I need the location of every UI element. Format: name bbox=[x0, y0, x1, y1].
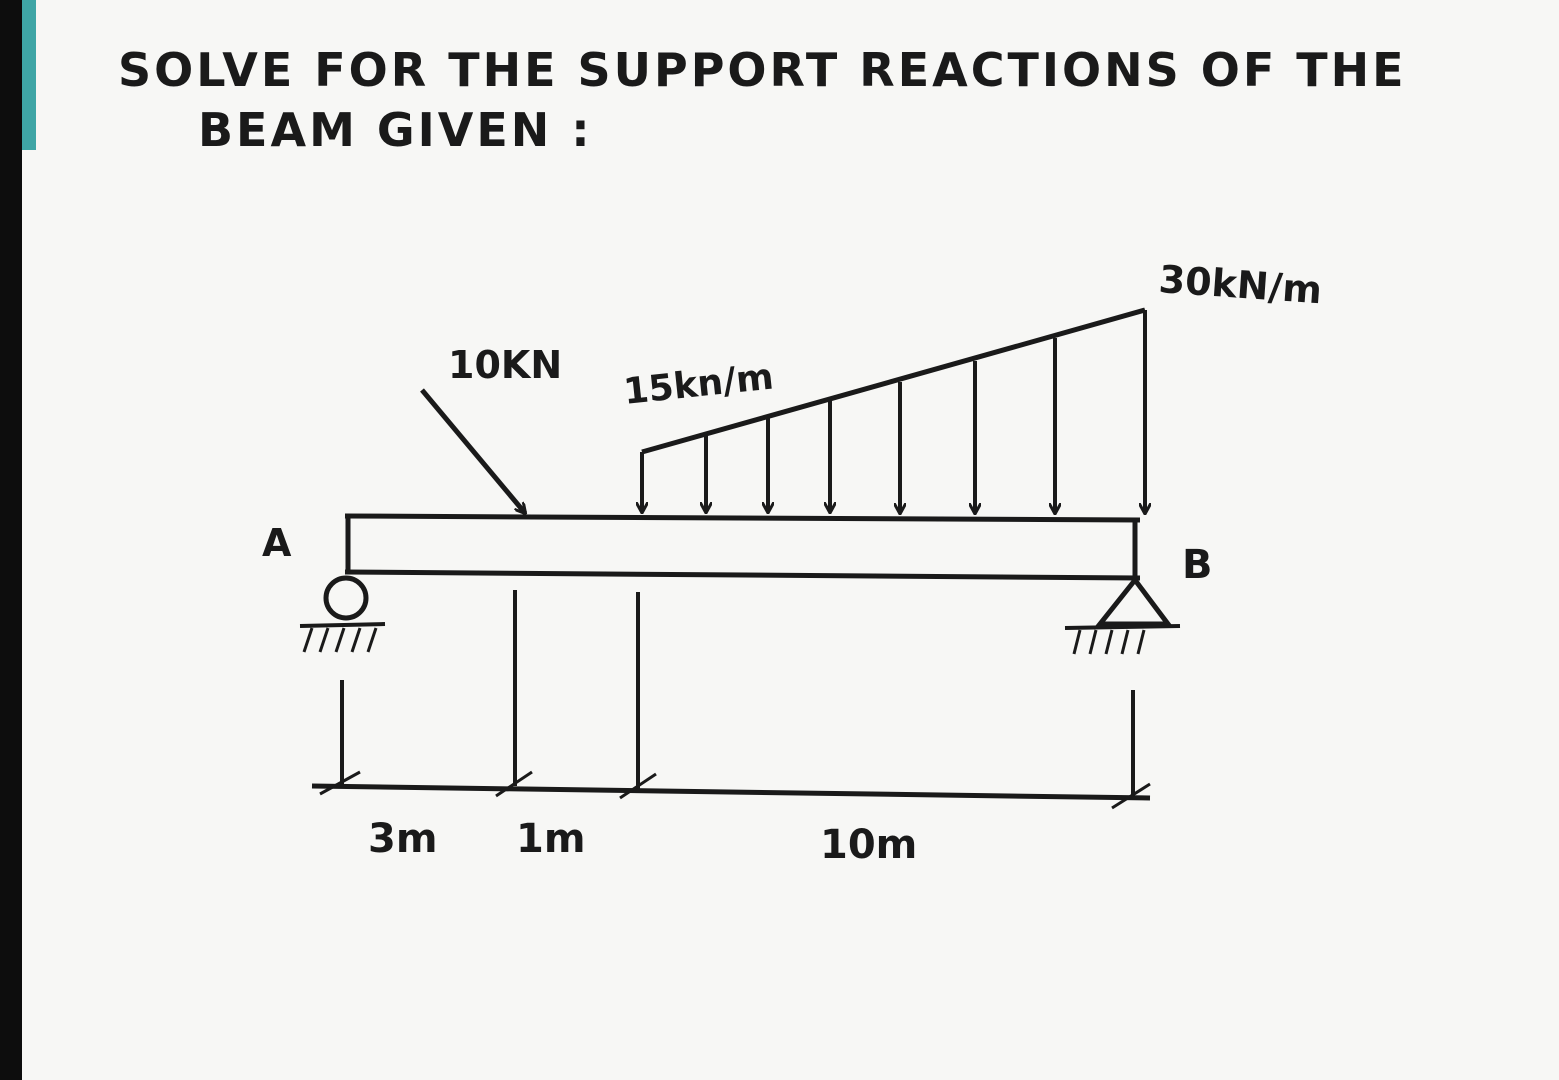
title-line-1: SOLVE FOR THE SUPPORT REACTIONS OF THE bbox=[118, 43, 1407, 97]
beam bbox=[344, 513, 1141, 581]
dimension-lines bbox=[311, 590, 1151, 810]
photo-edge bbox=[0, 0, 22, 1080]
title-line-2: BEAM GIVEN : bbox=[198, 103, 593, 157]
support-b-label: B bbox=[1182, 542, 1213, 588]
pin-support-b bbox=[1064, 575, 1181, 655]
dim-label-3m: 3m bbox=[368, 816, 438, 862]
photo-edge-accent bbox=[22, 0, 36, 150]
roller-support-a bbox=[299, 575, 386, 653]
problem-statement: SOLVE FOR THE SUPPORT REACTIONS OF THE B… bbox=[118, 40, 1407, 160]
dim-label-1m: 1m bbox=[516, 816, 586, 862]
support-a-label: A bbox=[262, 521, 292, 565]
dim-label-10m: 10m bbox=[820, 822, 917, 868]
point-load-arrow bbox=[420, 388, 525, 513]
udl-end-label: 30kN/m bbox=[1157, 257, 1323, 312]
point-load-label: 10KN bbox=[448, 343, 562, 387]
udl-start-label: 15kn/m bbox=[622, 356, 776, 412]
distributed-load bbox=[642, 307, 1145, 513]
